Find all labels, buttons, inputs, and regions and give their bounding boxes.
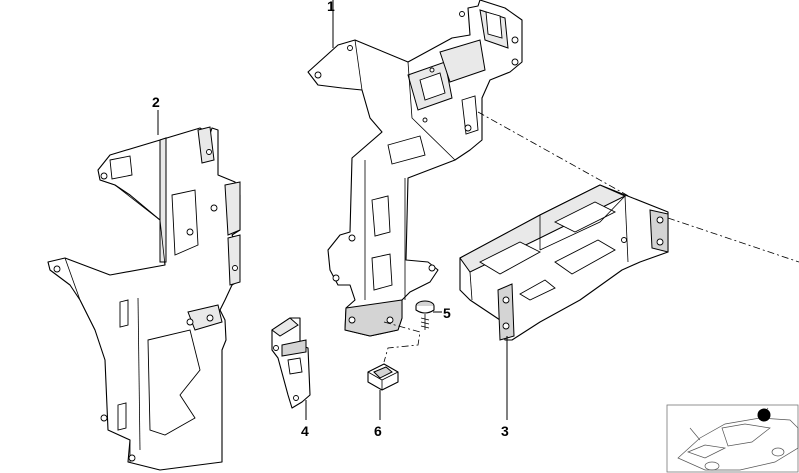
callout-2: 2 xyxy=(152,94,160,110)
bracket-part-1[interactable] xyxy=(307,0,523,337)
callout-5: 5 xyxy=(443,305,451,321)
clip-nut-part-6[interactable] xyxy=(367,363,399,391)
bracket-part-2[interactable] xyxy=(47,126,241,471)
locator-dot-icon xyxy=(757,408,771,422)
screw-part-5[interactable] xyxy=(415,300,435,330)
callout-3: 3 xyxy=(501,423,509,439)
clip-bracket-part-4[interactable] xyxy=(271,317,311,409)
alignment-line-right xyxy=(667,217,799,263)
tray-part-3[interactable] xyxy=(459,184,669,341)
callout-6: 6 xyxy=(374,423,382,439)
callout-1: 1 xyxy=(327,0,335,14)
callout-4: 4 xyxy=(301,423,309,439)
car-locator-thumbnail[interactable] xyxy=(666,404,799,473)
alignment-line-lower xyxy=(383,321,421,363)
